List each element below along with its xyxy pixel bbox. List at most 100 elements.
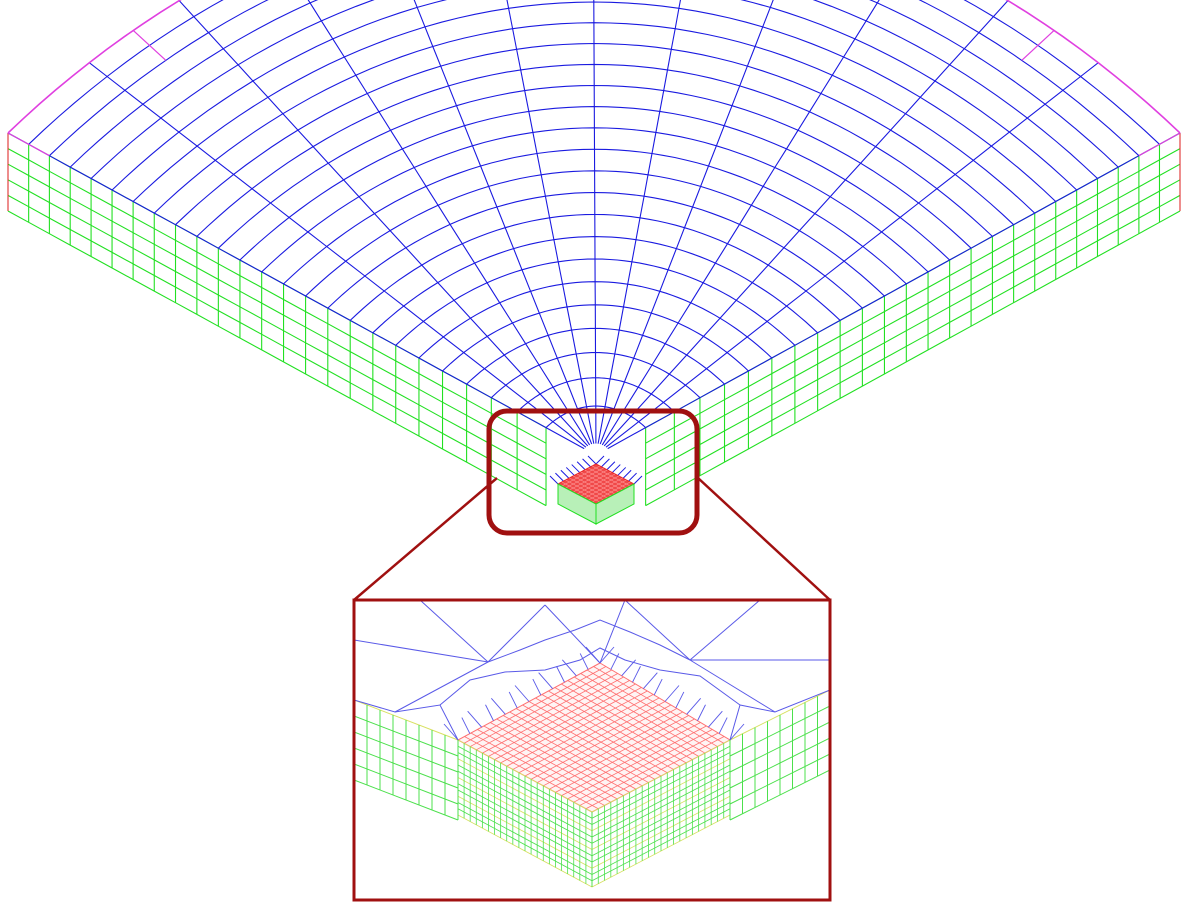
spoke-line <box>88 62 587 448</box>
spoke-line <box>593 0 597 444</box>
spoke-line <box>307 0 591 446</box>
refined-grid-line <box>592 465 631 487</box>
refined-grid-line <box>584 477 623 499</box>
zoom-transition-line <box>599 646 615 664</box>
zoom-transition-line <box>689 600 761 661</box>
zoom-transition-line <box>729 723 745 741</box>
mesh-outer-arc <box>7 0 1181 157</box>
zoom-refined-line <box>530 704 672 780</box>
spoke-line <box>599 0 774 445</box>
zoom-transition-line <box>610 653 620 670</box>
zoom-refined-line <box>541 694 674 770</box>
zoom-transition-line <box>354 639 489 663</box>
zoom-transition-line <box>443 723 459 741</box>
zoom-refined-line <box>543 711 683 787</box>
zoom-transition-line <box>508 691 518 709</box>
spoke-line <box>607 132 1181 450</box>
zoom-refined-line <box>548 690 681 767</box>
zoom-transition-line <box>394 661 489 713</box>
zoom-transition-line <box>514 685 530 702</box>
spoke-line <box>603 0 1009 447</box>
zoom-detail-panel <box>354 600 830 888</box>
zoom-transition-line <box>642 672 658 689</box>
zoom-transition-line <box>632 666 641 683</box>
zoom-refined-line <box>567 725 707 800</box>
zoom-refined-line <box>549 715 689 790</box>
transition-line <box>595 455 605 465</box>
zoom-highlight-box <box>486 408 700 536</box>
refined-core-block <box>556 463 636 525</box>
outer-tick-line <box>1138 132 1181 157</box>
zoom-refined-line <box>573 729 713 803</box>
transition-line <box>601 458 610 468</box>
transition-line <box>617 467 627 476</box>
spoke-line <box>7 132 585 450</box>
zoom-refined-line <box>567 680 699 757</box>
spoke-line <box>605 62 1099 448</box>
zoom-detail-mesh <box>354 600 830 888</box>
refined-grid-line <box>584 469 623 491</box>
zoom-refined-line <box>579 732 719 806</box>
zoom-refined-line <box>585 736 725 810</box>
mesh-top-face <box>7 0 1181 485</box>
zoom-refined-line <box>593 666 724 744</box>
zoom-transition-line <box>485 704 494 721</box>
transition-line <box>611 464 621 473</box>
transition-line <box>582 458 591 468</box>
zoom-transition-line <box>556 666 565 683</box>
zoom-refined-line <box>573 676 706 754</box>
outer-arc-line <box>7 0 1181 134</box>
zoom-transition-line <box>579 653 589 670</box>
zoom-detail-frame <box>352 598 832 902</box>
zoom-callout <box>352 408 832 902</box>
zoom-transition-line <box>544 604 601 664</box>
zoom-transition-line <box>675 691 685 709</box>
zoom-leader-right <box>697 477 831 601</box>
side-layer-line <box>645 210 1181 507</box>
transition-line <box>587 455 597 465</box>
side-layer-line <box>7 194 547 491</box>
zoom-refined-line <box>555 718 695 793</box>
zoom-transition-line <box>697 704 706 721</box>
transition-line <box>560 469 570 479</box>
zoom-transition-line <box>467 710 483 728</box>
transition-line <box>565 467 575 476</box>
side-layer-line <box>7 210 547 507</box>
zoom-leader-left <box>353 477 498 601</box>
outer-tick-line <box>1021 30 1055 61</box>
transition-line <box>555 472 564 482</box>
zoom-transition-line <box>653 678 663 696</box>
side-layer-line <box>645 179 1181 475</box>
refined-grid-line <box>592 481 631 503</box>
side-layer-line <box>7 148 547 444</box>
refined-grid-line <box>588 467 627 489</box>
transition-line <box>571 464 581 473</box>
transition-line <box>622 469 632 479</box>
outer-tick-line <box>7 132 50 157</box>
spoke-line <box>506 0 595 444</box>
zoom-transition-line <box>538 672 554 689</box>
refined-grid-line <box>576 473 616 495</box>
zoom-transition-line <box>461 717 471 734</box>
spoke-line <box>178 0 589 447</box>
zoom-transition-line <box>354 699 459 741</box>
transition-line <box>606 461 616 471</box>
zoom-refined-line <box>586 669 718 747</box>
zoom-refined-line <box>535 697 668 774</box>
transition-line <box>628 472 637 482</box>
refined-grid-line <box>588 479 627 501</box>
zoom-refined-line <box>580 673 712 751</box>
refined-grid-line <box>580 471 619 493</box>
zoom-refined-line <box>561 683 693 760</box>
zoom-refined-line <box>524 701 666 777</box>
spoke-line <box>413 0 593 445</box>
transition-line <box>633 475 643 485</box>
refined-side-right <box>595 483 635 525</box>
zoom-transition-line <box>624 600 691 661</box>
zoom-transition-line <box>718 717 728 734</box>
transition-line <box>549 475 559 485</box>
zoom-transition-line <box>689 659 776 713</box>
mesh-side-faces <box>7 132 1181 507</box>
zoom-transition-line <box>707 710 723 728</box>
